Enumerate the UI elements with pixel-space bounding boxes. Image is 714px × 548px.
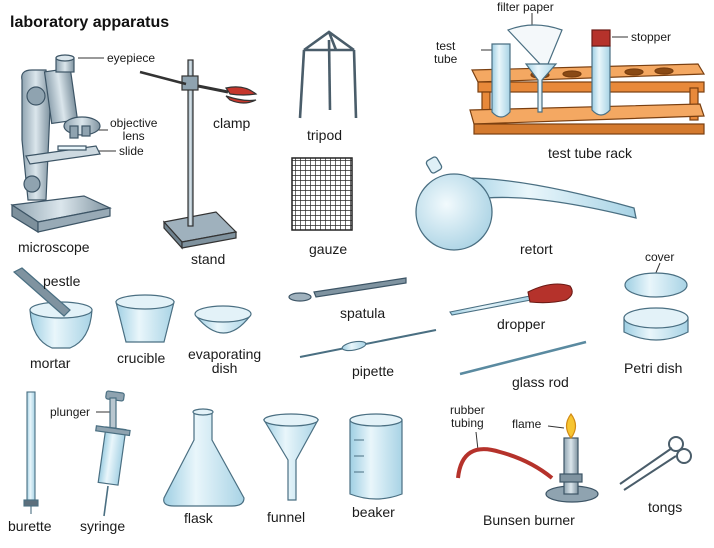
- evaporating-dish-drawing: [194, 305, 252, 334]
- mortar-drawing: [12, 267, 93, 349]
- label-microscope: microscope: [18, 239, 90, 255]
- label-stopper: stopper: [631, 30, 672, 44]
- funnel-drawing: [262, 413, 320, 501]
- petri-dish-drawing: [623, 272, 689, 341]
- spatula-drawing: [288, 277, 407, 302]
- label-objective-lens: objective lens: [110, 116, 158, 143]
- beaker-drawing: [349, 413, 403, 500]
- label-pestle: pestle: [43, 273, 81, 289]
- label-tripod: tripod: [307, 127, 343, 143]
- label-spatula: spatula: [340, 305, 386, 321]
- label-crucible: crucible: [117, 350, 166, 366]
- label-plunger: plunger: [50, 405, 91, 419]
- bunsen-burner-drawing: [456, 412, 599, 503]
- label-stand: stand: [191, 251, 226, 267]
- pipette-drawing: [299, 329, 437, 358]
- label-cover: cover: [645, 250, 675, 264]
- label-slide: slide: [119, 144, 144, 158]
- label-glass-rod: glass rod: [512, 374, 569, 390]
- page-title: laboratory apparatus: [10, 14, 170, 31]
- label-test-tube: test tube: [434, 39, 458, 66]
- dropper-drawing: [449, 283, 573, 316]
- label-mortar: mortar: [30, 355, 71, 371]
- label-filter-paper: filter paper: [497, 0, 554, 14]
- tongs-drawing: [619, 436, 692, 491]
- label-test-tube-rack: test tube rack: [548, 145, 633, 161]
- tripod-drawing: [298, 30, 358, 119]
- label-flask: flask: [184, 510, 213, 526]
- label-eyepiece: eyepiece: [107, 51, 156, 65]
- label-retort: retort: [520, 241, 553, 257]
- stand-drawing: [139, 59, 258, 250]
- label-dropper: dropper: [497, 316, 546, 332]
- glass-rod-drawing: [459, 340, 587, 376]
- flask-drawing: [163, 408, 245, 507]
- microscope-drawing: [10, 54, 112, 234]
- label-pipette: pipette: [352, 363, 395, 379]
- syringe-drawing: [95, 390, 131, 517]
- label-flame: flame: [512, 417, 542, 431]
- gauze-drawing: [291, 157, 353, 231]
- crucible-drawing: [115, 294, 175, 343]
- label-tongs: tongs: [648, 499, 683, 515]
- label-clamp: clamp: [213, 115, 251, 131]
- label-syringe: syringe: [80, 518, 126, 534]
- retort-drawing: [415, 156, 637, 251]
- test-tube-rack-drawing: [469, 24, 706, 135]
- label-funnel: funnel: [267, 509, 306, 525]
- label-petri-dish: Petri dish: [624, 360, 683, 376]
- label-gauze: gauze: [309, 241, 348, 257]
- label-evaporating-dish: evaporating dish: [188, 346, 262, 376]
- label-burette: burette: [8, 518, 52, 534]
- label-rubber-tubing: rubber tubing: [450, 403, 485, 430]
- burette-drawing: [23, 391, 39, 514]
- label-beaker: beaker: [352, 504, 395, 520]
- label-bunsen-burner: Bunsen burner: [483, 512, 575, 528]
